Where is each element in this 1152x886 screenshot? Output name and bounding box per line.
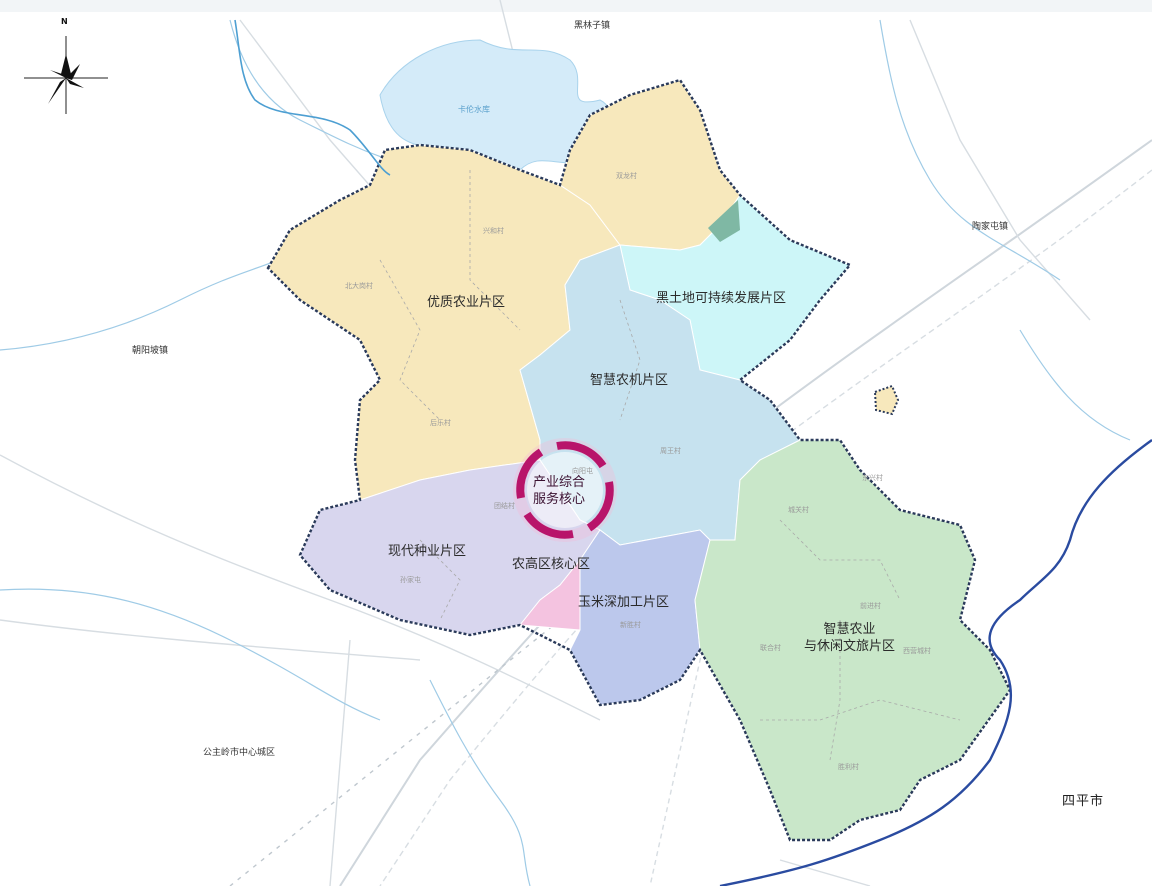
zone-label-modern-seed: 现代种业片区 [388,544,467,559]
core-ring-fill [527,452,603,528]
village-line-7 [829,620,841,761]
village-line-1 [379,259,441,421]
road-w [0,619,421,661]
reservoir-label: 卡伦水库 [458,105,490,114]
city-center-label: 公主岭市中心城区 [203,748,276,758]
city-boundary [719,439,1152,886]
village-line-2 [469,170,521,331]
background-rivers [0,19,1131,886]
core-ring-arc-2 [586,481,614,532]
core-service-ring [513,438,617,542]
county-boundary [266,78,1012,842]
zone-label-smart-agri-leisure-line1: 智慧农业 [823,622,876,637]
village-label: 双龙村 [616,172,637,180]
village-label: 新胜村 [620,621,641,629]
village-label: 城关村 [788,506,809,514]
road-ne [909,19,1091,321]
core-ring-arc-3 [523,511,574,539]
village-label: 东兴村 [862,474,883,482]
river-w [0,249,301,351]
compass-sw-arrow [48,78,66,104]
zone-label-black-soil: 黑土地可持续发展片区 [656,291,787,306]
village-label: 孙家屯 [400,576,421,584]
compass-north-label: N [61,17,68,26]
forest-patch [708,200,740,242]
zone-hightech-core [519,558,581,631]
town-label-top: 黑林子镇 [574,21,611,31]
compass-rose [24,36,108,114]
compass-se-arrow [66,78,84,88]
village-label: 胜利村 [838,763,859,771]
village-label: 后乐村 [430,419,451,427]
zone-label-smart-machinery: 智慧农机片区 [590,373,669,388]
road-se [779,859,871,886]
road-sw [0,454,601,721]
river-ne [879,19,1061,281]
road-s2 [329,639,351,886]
river-sw [0,588,381,721]
core-center-line1: 产业综合 [533,475,586,490]
zone-exclave [873,384,900,416]
village-label: 向阳屯 [572,467,593,475]
village-label: 周王村 [660,447,681,455]
compass-nw-arrow [50,70,66,78]
railway [379,169,1152,886]
zone-label-corn-processing: 玉米深加工片区 [578,595,670,610]
zone-label-smart-agri-leisure: 智慧农业 与休闲文旅片区 [804,621,895,655]
village-label: 北大岗村 [345,282,373,290]
core-center-label: 产业综合 服务核心 [533,474,585,508]
village-label: 联合村 [760,644,781,652]
river-e [1019,329,1131,441]
county-line-sw [229,619,561,886]
village-line-5 [760,699,961,721]
town-label-left: 朝阳坡镇 [132,346,169,356]
town-label-right: 陶家屯镇 [972,222,1009,232]
village-label: 西营城村 [903,647,931,655]
core-ring-arc-1 [556,441,607,469]
river-s [429,679,531,886]
river-nw [229,19,391,161]
village-line-6 [419,539,461,621]
city-siping-label: 四平市 [1062,794,1105,809]
village-label: 团结村 [494,502,515,510]
core-ring-arc-4 [516,448,544,499]
core-center-line2: 服务核心 [533,492,586,507]
compass-north-arrow [61,54,71,78]
village-line-4 [779,519,901,601]
village-boundaries [379,170,961,761]
top-strip [0,0,1152,12]
zone-label-hightech-core: 农高区核心区 [512,557,591,572]
compass-ne-arrow [66,64,80,80]
village-label: 兴和村 [483,227,504,235]
zone-label-smart-agri-leisure-line2: 与休闲文旅片区 [804,639,896,654]
river-main-nw [234,19,391,176]
zone-label-quality-agri: 优质农业片区 [427,295,506,310]
village-label: 前进村 [860,602,881,610]
